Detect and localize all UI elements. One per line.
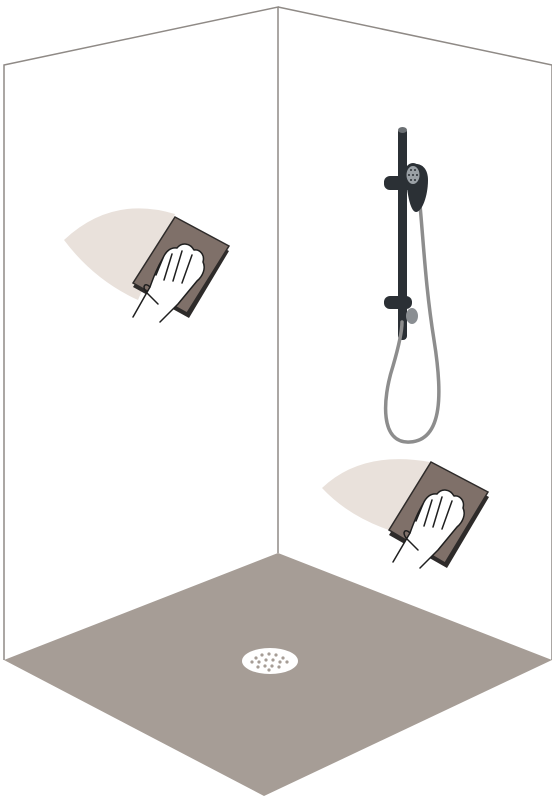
shower-head-icon: [404, 163, 428, 212]
shower-floor: [4, 553, 552, 796]
cleaning-hand-right-icon: [322, 459, 489, 568]
shower-rail-icon: [384, 127, 418, 340]
left-wall: [4, 7, 278, 660]
cleaning-hand-left-icon: [64, 208, 229, 322]
floor-drain-icon: [242, 648, 298, 674]
